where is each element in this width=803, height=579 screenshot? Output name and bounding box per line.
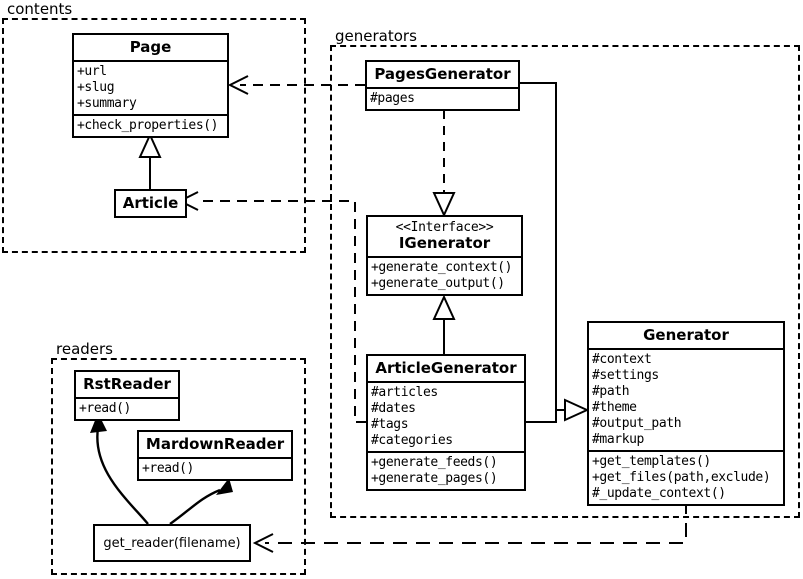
class-member: #markup bbox=[592, 432, 644, 448]
package-readers bbox=[51, 358, 306, 575]
class-member: +read() bbox=[142, 461, 194, 477]
package-generators-label: generators bbox=[332, 27, 420, 45]
class-page[interactable]: Page +url +slug +summary +check_properti… bbox=[72, 33, 229, 139]
package-readers-label: readers bbox=[53, 340, 116, 358]
package-contents-label: contents bbox=[4, 0, 76, 18]
class-member: #pages bbox=[370, 91, 415, 107]
class-member: +get_templates() bbox=[592, 454, 711, 470]
class-articlegenerator-operations: +generate_feeds() +generate_pages() bbox=[368, 451, 524, 489]
class-member: #categories bbox=[371, 433, 453, 449]
class-member: +generate_context() bbox=[371, 260, 513, 276]
class-member: #settings bbox=[592, 368, 659, 384]
class-article[interactable]: Article bbox=[114, 189, 187, 219]
class-rstreader-name: RstReader bbox=[83, 375, 171, 393]
class-member: +generate_output() bbox=[371, 276, 505, 292]
class-pagesgenerator-attributes: #pages bbox=[367, 87, 518, 109]
class-member: +check_properties() bbox=[77, 118, 219, 134]
class-igenerator-operations: +generate_context() +generate_output() bbox=[368, 256, 521, 294]
class-mardownreader-operations: +read() bbox=[139, 457, 291, 479]
class-articlegenerator-name: ArticleGenerator bbox=[375, 359, 517, 377]
class-igenerator[interactable]: <<Interface>> IGenerator +generate_conte… bbox=[366, 215, 523, 297]
package-contents bbox=[2, 18, 306, 253]
class-articlegenerator[interactable]: ArticleGenerator #articles #dates #tags … bbox=[366, 354, 526, 492]
class-member: +summary bbox=[77, 96, 137, 112]
class-mardownreader[interactable]: MardownReader +read() bbox=[137, 430, 293, 482]
class-article-name: Article bbox=[122, 194, 179, 212]
class-member: #tags bbox=[371, 417, 409, 433]
class-member: +generate_pages() bbox=[371, 471, 498, 487]
class-pagesgenerator-name: PagesGenerator bbox=[374, 65, 511, 83]
class-member: +read() bbox=[79, 401, 131, 417]
class-igenerator-stereotype: <<Interface>> bbox=[395, 220, 494, 235]
class-member: #path bbox=[592, 384, 630, 400]
class-pagesgenerator[interactable]: PagesGenerator #pages bbox=[365, 60, 520, 112]
package-contents-border bbox=[2, 18, 306, 253]
package-readers-border bbox=[51, 358, 306, 575]
class-articlegenerator-attributes: #articles #dates #tags #categories bbox=[368, 381, 524, 451]
class-member: +get_files(path,exclude) bbox=[592, 470, 771, 486]
class-member: +slug bbox=[77, 80, 115, 96]
class-member: +url bbox=[77, 64, 107, 80]
class-member: #context bbox=[592, 352, 652, 368]
class-member: #dates bbox=[371, 401, 416, 417]
class-member: +generate_feeds() bbox=[371, 455, 498, 471]
class-generator-operations: +get_templates() +get_files(path,exclude… bbox=[589, 450, 783, 504]
class-generator[interactable]: Generator #context #settings #path #them… bbox=[587, 321, 785, 507]
function-get-reader[interactable]: get_reader(filename) bbox=[93, 524, 251, 562]
class-generator-attributes: #context #settings #path #theme #output_… bbox=[589, 348, 783, 450]
class-page-attributes: +url +slug +summary bbox=[74, 60, 227, 114]
class-rstreader-operations: +read() bbox=[76, 397, 178, 419]
class-member: #theme bbox=[592, 400, 637, 416]
class-member: #articles bbox=[371, 385, 438, 401]
class-igenerator-name: <<Interface>> IGenerator bbox=[368, 217, 521, 256]
class-member: #_update_context() bbox=[592, 486, 726, 502]
class-mardownreader-name: MardownReader bbox=[145, 435, 285, 453]
class-page-operations: +check_properties() bbox=[74, 114, 227, 136]
class-igenerator-label: IGenerator bbox=[398, 234, 491, 253]
class-page-name: Page bbox=[129, 38, 172, 56]
function-get-reader-label: get_reader(filename) bbox=[103, 535, 241, 551]
class-generator-name: Generator bbox=[643, 326, 729, 344]
class-rstreader[interactable]: RstReader +read() bbox=[74, 370, 180, 422]
class-member: #output_path bbox=[592, 416, 682, 432]
